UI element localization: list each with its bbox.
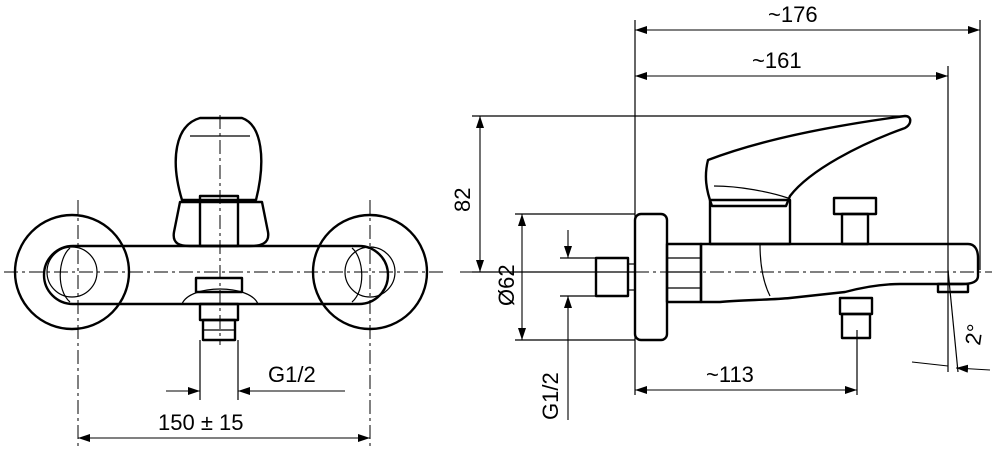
side-connection-label: G1/2 (538, 372, 563, 420)
side-outlet-nut (838, 296, 874, 316)
angle-arc (911, 362, 991, 370)
body-end-left (59, 247, 71, 303)
side-lever (704, 114, 912, 208)
spout-tip (936, 282, 970, 294)
tilt-angle-label: 2° (960, 322, 988, 346)
flange-diameter-label: Ø62 (494, 264, 519, 306)
side-lever-edge (713, 185, 789, 199)
spout-nut (198, 302, 240, 322)
right-flange (311, 213, 429, 331)
side-outlet (840, 312, 872, 340)
side-diverter-stem (840, 212, 870, 246)
center-distance-label: 150 ± 15 (158, 410, 243, 435)
front-view: G1/2 150 ± 15 (4, 115, 444, 449)
total-length-label: ~176 (768, 2, 818, 27)
handle-stem (198, 194, 240, 248)
wall-flange (633, 212, 669, 342)
inlet-connector (594, 256, 630, 298)
diverter-knob (194, 276, 244, 294)
mixer-body (42, 244, 390, 306)
side-diverter-cap (832, 196, 878, 216)
side-view: ~176 ~161 82 Ø62 G1/2 ~113 2° (450, 2, 992, 420)
body-end-right (351, 247, 363, 303)
lever-handle (174, 116, 263, 202)
height-label: 82 (450, 188, 475, 212)
side-body (699, 242, 980, 304)
left-flange (13, 213, 131, 331)
side-lever-base (708, 198, 792, 246)
front-connection-label: G1/2 (268, 362, 316, 387)
angle-tilt-line (947, 269, 959, 373)
diverter-housing (181, 288, 259, 305)
body-shoulder (759, 243, 771, 297)
nut-facets (667, 257, 701, 289)
spout-offset-label: ~113 (706, 362, 754, 387)
handle-neck (172, 200, 270, 248)
body-length-label: ~161 (752, 48, 802, 73)
eccentric-nut (665, 242, 703, 304)
